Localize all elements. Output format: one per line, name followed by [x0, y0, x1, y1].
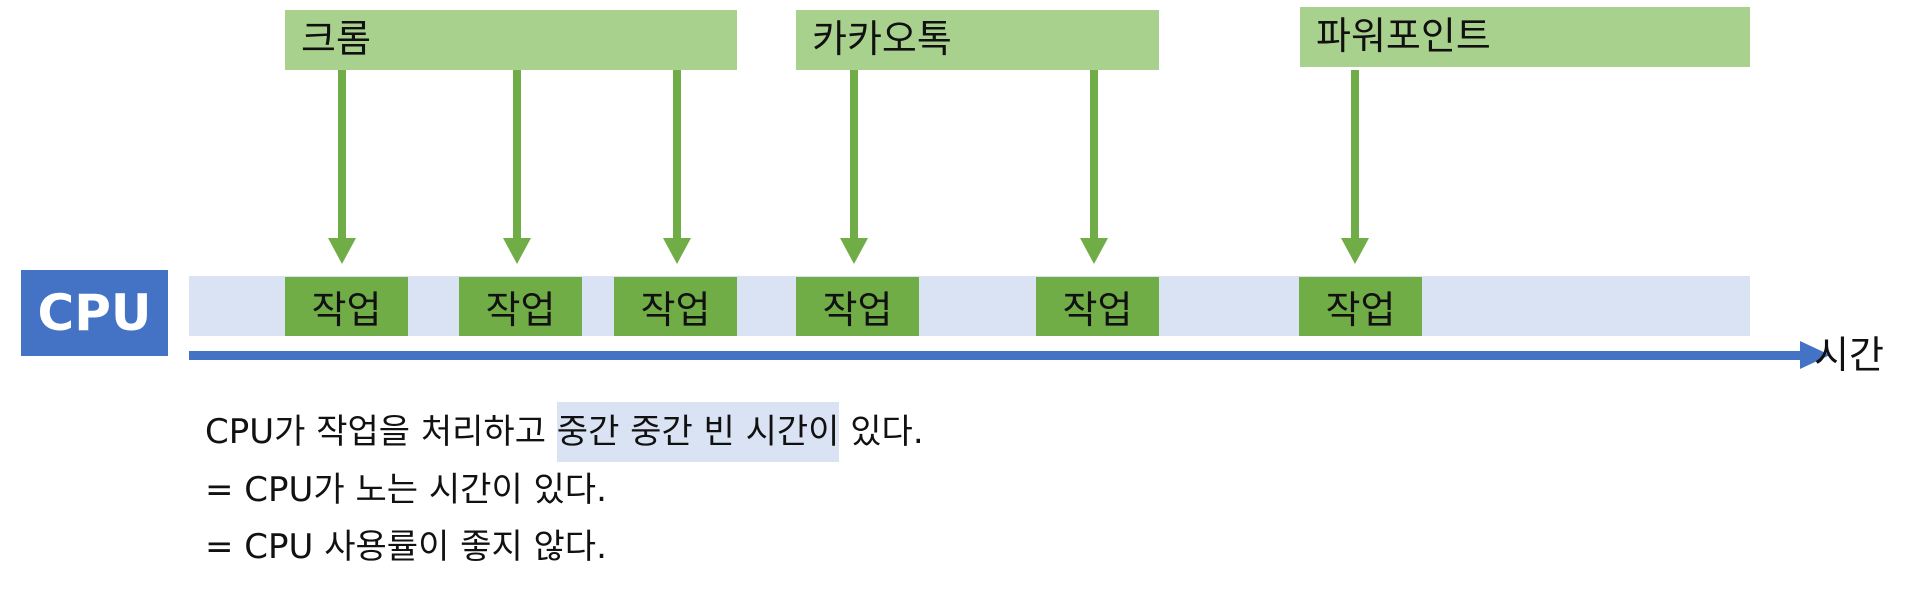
task-block-6: 작업 — [1299, 277, 1422, 336]
task-block-4: 작업 — [796, 277, 919, 336]
note-line-2: = CPU가 노는 시간이 있다. — [205, 470, 607, 510]
note-line-1: CPU가 작업을 처리하고 중간 중간 빈 시간이 있다. — [205, 402, 924, 462]
app-box-kakaotalk: 카카오톡 — [796, 10, 1159, 70]
idle-time-highlight: 중간 중간 빈 시간이 — [556, 402, 840, 462]
task-label-1: 작업 — [311, 288, 382, 332]
time-axis-label: 시간 — [1814, 333, 1884, 377]
task-label-4: 작업 — [822, 288, 893, 332]
note-line-3: = CPU 사용률이 좋지 않다. — [205, 527, 607, 567]
request-arrow-1 — [338, 70, 346, 238]
request-arrow-3 — [673, 70, 681, 238]
cpu-box: CPU — [21, 270, 168, 356]
request-arrow-head-6 — [1341, 238, 1369, 264]
app-label-powerpoint: 파워포인트 — [1316, 14, 1491, 58]
app-box-chrome: 크롬 — [285, 10, 737, 70]
request-arrow-4 — [850, 70, 858, 238]
cpu-label: CPU — [37, 284, 152, 342]
task-block-3: 작업 — [614, 277, 737, 336]
request-arrow-6 — [1351, 70, 1359, 238]
note-line-1-post: 있다. — [839, 412, 924, 452]
request-arrow-head-2 — [503, 238, 531, 264]
time-axis-line — [189, 351, 1801, 360]
request-arrow-head-5 — [1080, 238, 1108, 264]
task-label-2: 작업 — [485, 288, 556, 332]
app-label-chrome: 크롬 — [301, 17, 371, 61]
task-block-2: 작업 — [459, 277, 582, 336]
request-arrow-5 — [1090, 70, 1098, 238]
task-label-3: 작업 — [640, 288, 711, 332]
task-block-5: 작업 — [1036, 277, 1159, 336]
request-arrow-head-1 — [328, 238, 356, 264]
app-label-kakaotalk: 카카오톡 — [812, 17, 952, 61]
task-label-5: 작업 — [1062, 288, 1133, 332]
request-arrow-2 — [513, 70, 521, 238]
task-block-1: 작업 — [285, 277, 408, 336]
note-line-1-pre: CPU가 작업을 처리하고 — [205, 412, 557, 452]
app-box-powerpoint: 파워포인트 — [1300, 7, 1750, 67]
request-arrow-head-3 — [663, 238, 691, 264]
time-axis-arrow-head — [1800, 341, 1830, 369]
cpu-timeline-track — [189, 276, 1750, 336]
task-label-6: 작업 — [1325, 288, 1396, 332]
request-arrow-head-4 — [840, 238, 868, 264]
